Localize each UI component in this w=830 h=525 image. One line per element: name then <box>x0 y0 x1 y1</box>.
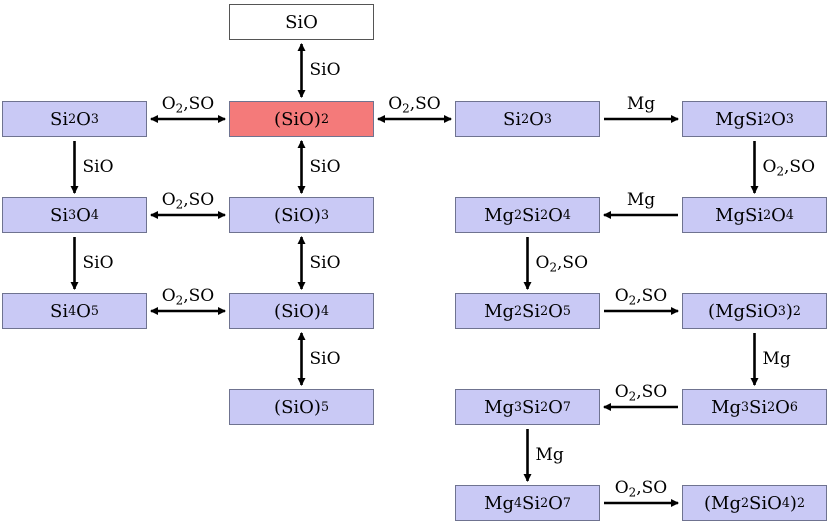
edge-label: SiO <box>82 156 114 177</box>
node-sio4: (SiO)4 <box>229 293 374 329</box>
edge-label: O2,SO <box>614 286 668 308</box>
edge-label: SiO <box>309 60 341 80</box>
edge-label: O2,SO <box>161 286 215 308</box>
edge-label: Mg <box>626 190 656 210</box>
edge-label: SiO <box>82 252 114 273</box>
edge-label: O2,SO <box>762 156 816 179</box>
edge-label: SiO <box>309 252 341 273</box>
edge-label: SiO <box>309 156 341 177</box>
edge-label: Mg <box>626 94 656 114</box>
edge-label: O2,SO <box>388 94 441 116</box>
edge-label: SiO <box>309 348 341 369</box>
edge-label: O2,SO <box>161 94 215 116</box>
edge-label: O2,SO <box>614 478 668 500</box>
node-sio3: (SiO)3 <box>229 197 374 233</box>
edge-label: Mg <box>762 348 791 369</box>
edge-label: O2,SO <box>614 382 668 404</box>
edge-label: Mg <box>535 444 564 465</box>
edge-label: O2,SO <box>535 252 589 275</box>
node-sio: SiO <box>229 4 374 40</box>
edge-label: O2,SO <box>161 190 215 212</box>
node-sio5: (SiO)5 <box>229 389 374 425</box>
node-sio2: (SiO)2 <box>229 101 374 137</box>
